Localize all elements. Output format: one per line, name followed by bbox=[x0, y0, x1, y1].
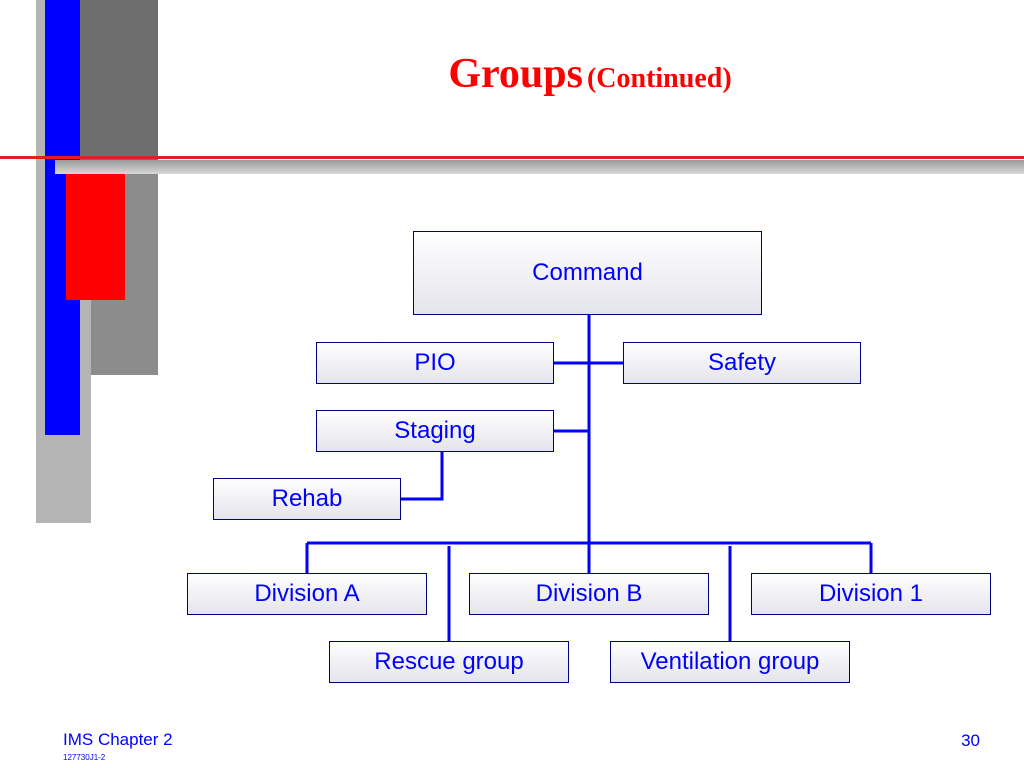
node-division-1: Division 1 bbox=[751, 573, 991, 615]
page-number: 30 bbox=[961, 731, 980, 750]
node-ventilation-group-label: Ventilation group bbox=[640, 648, 820, 675]
node-pio: PIO bbox=[316, 342, 554, 384]
node-rehab: Rehab bbox=[213, 478, 401, 520]
footer-chapter: IMS Chapter 2 bbox=[63, 730, 173, 749]
node-division-b-label: Division B bbox=[535, 580, 643, 607]
title-underline-gray bbox=[55, 160, 1024, 174]
decor-red-block bbox=[66, 173, 125, 300]
node-division-b: Division B bbox=[469, 573, 709, 615]
title-main: Groups bbox=[448, 51, 583, 97]
title-underline-red bbox=[0, 156, 1024, 159]
node-ventilation-group: Ventilation group bbox=[610, 641, 850, 683]
connector-rehab bbox=[400, 452, 444, 501]
node-staging-label: Staging bbox=[394, 417, 476, 444]
footer-code: 127730J1-2 bbox=[63, 753, 106, 762]
node-command-label: Command bbox=[532, 259, 643, 286]
node-pio-label: PIO bbox=[414, 349, 456, 376]
slide-title: Groups (Continued) bbox=[300, 50, 880, 98]
node-division-a: Division A bbox=[187, 573, 427, 615]
node-safety: Safety bbox=[623, 342, 861, 384]
node-rescue-group: Rescue group bbox=[329, 641, 569, 683]
node-staging: Staging bbox=[316, 410, 554, 452]
node-division-1-label: Division 1 bbox=[818, 580, 924, 607]
node-division-a-label: Division A bbox=[254, 580, 360, 607]
node-rescue-group-label: Rescue group bbox=[374, 648, 524, 675]
node-rehab-label: Rehab bbox=[271, 485, 343, 512]
node-safety-label: Safety bbox=[707, 349, 777, 376]
node-command: Command bbox=[413, 231, 762, 315]
title-sub: (Continued) bbox=[586, 63, 732, 94]
decor-gray-mid-bar bbox=[80, 0, 158, 160]
